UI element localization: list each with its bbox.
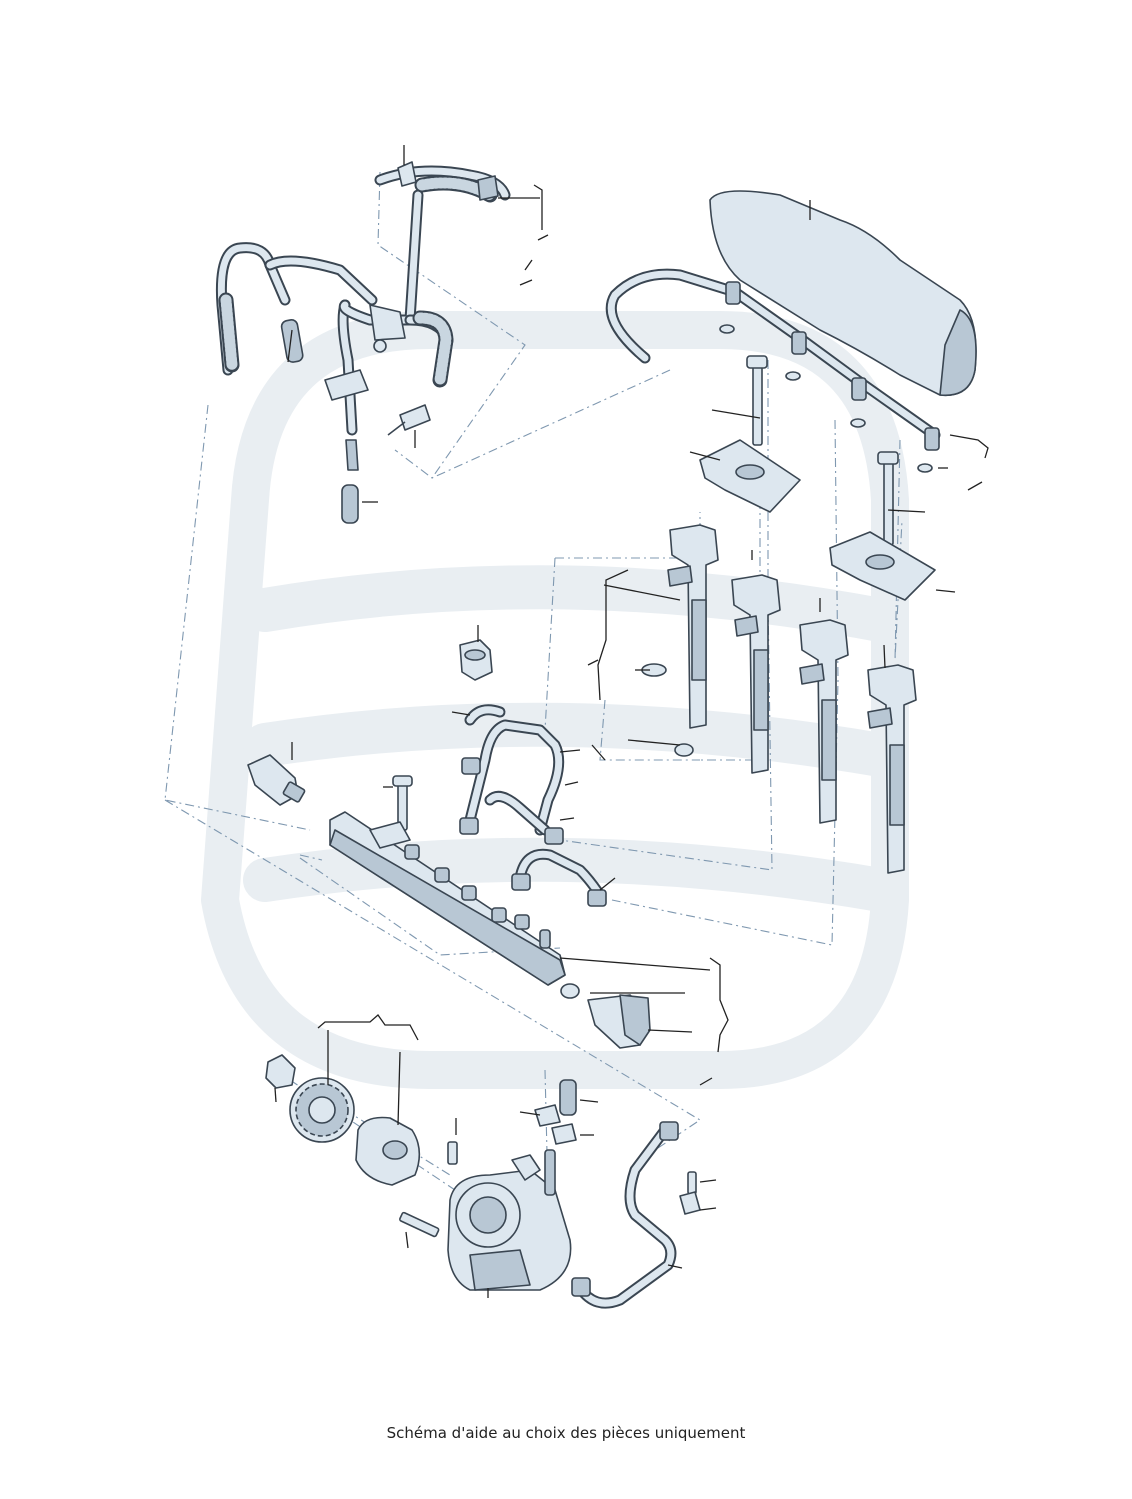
rail-bolt (392, 775, 413, 831)
diagram-caption: Schéma d'aide au choix des pièces unique… (386, 1424, 746, 1442)
injector-1 (667, 524, 719, 729)
injector-clamps (699, 355, 936, 601)
engine-cover (709, 190, 977, 397)
injector-3 (799, 619, 849, 824)
high-pressure-pump (399, 1141, 572, 1291)
injectors (641, 524, 917, 874)
injector-4 (867, 664, 917, 874)
injector-2 (731, 574, 781, 774)
pressure-regulator (560, 983, 651, 1049)
bushing (459, 639, 493, 681)
leak-off-line (605, 268, 941, 473)
high-pressure-lines (459, 704, 607, 907)
pump-supply-line (571, 1121, 701, 1309)
drive-gear-group (265, 1054, 421, 1186)
return-fittings (534, 1079, 577, 1196)
leader-lines (274, 145, 989, 1298)
return-line-assembly (215, 161, 511, 524)
fuel-rail (329, 811, 566, 986)
pressure-sensor (247, 754, 306, 806)
